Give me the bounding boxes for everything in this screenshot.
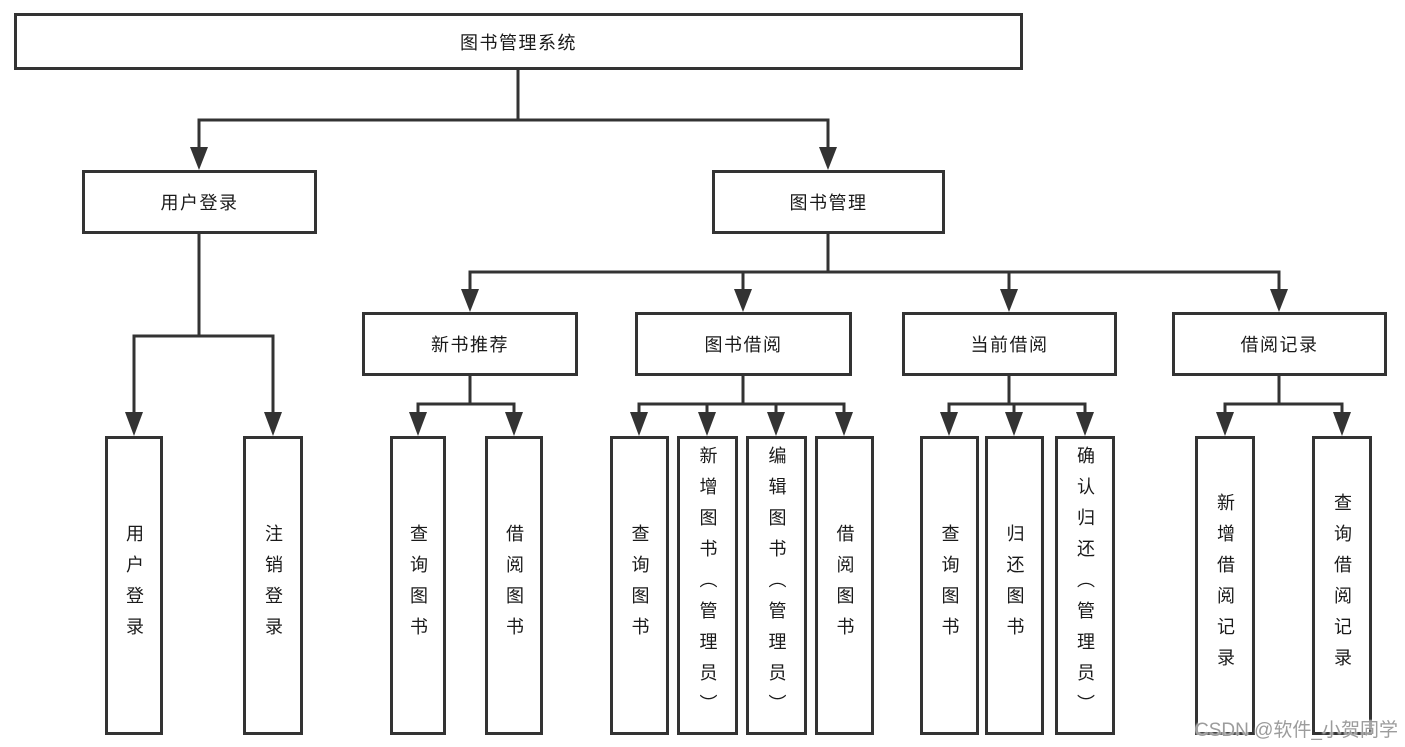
leaf-user-login: 用户登录 <box>105 436 163 735</box>
node-book-borrowing-label: 图书借阅 <box>704 335 783 355</box>
leaf-query-books-current: 查询图书 <box>920 436 979 735</box>
leaf-confirm-return-admin: 确认归还（管理员） <box>1055 436 1115 735</box>
node-borrowing-records-label: 借阅记录 <box>1240 335 1319 355</box>
node-new-book-recommend: 新书推荐 <box>362 312 578 376</box>
csdn-watermark: CSDN @软件_小贺同学 <box>1195 720 1398 741</box>
connector-root-to-level2 <box>197 69 830 150</box>
leaf-logout-label: 注销登录 <box>263 523 283 648</box>
leaf-query-books-borrowing: 查询图书 <box>610 436 669 735</box>
connector-newbook-to-leaves <box>416 376 516 414</box>
connector-borrow-to-leaves <box>637 376 846 414</box>
node-library-system: 图书管理系统 <box>14 13 1023 70</box>
leaf-borrow-books-recommend: 借阅图书 <box>485 436 543 735</box>
leaf-add-borrow-record: 新增借阅记录 <box>1195 436 1255 735</box>
node-current-borrowing: 当前借阅 <box>902 312 1117 376</box>
node-library-system-label: 图书管理系统 <box>460 32 577 53</box>
leaf-query-borrow-record: 查询借阅记录 <box>1312 436 1372 735</box>
connector-current-to-leaves <box>947 376 1087 414</box>
leaf-query-books-recommend: 查询图书 <box>390 436 446 735</box>
node-book-management: 图书管理 <box>712 170 945 234</box>
connector-bookmgmt-to-mids <box>468 234 1281 291</box>
leaf-query-borrow-record-label: 查询借阅记录 <box>1332 492 1352 679</box>
leaf-borrow-books-recommend-label: 借阅图书 <box>504 523 524 648</box>
node-user-login-label: 用户登录 <box>160 193 239 213</box>
leaf-borrow-books-label: 借阅图书 <box>834 523 855 648</box>
leaf-add-books-admin: 新增图书（管理员） <box>677 436 738 735</box>
leaf-borrow-books: 借阅图书 <box>815 436 874 735</box>
connector-records-to-leaves <box>1223 376 1344 414</box>
connector-userlogin-to-leaves <box>132 234 275 414</box>
leaf-edit-books-admin-label: 编辑图书（管理员） <box>766 446 787 725</box>
arrowheads-leaves <box>409 412 1351 436</box>
arrowheads-mids <box>461 289 1288 312</box>
leaf-confirm-return-admin-label: 确认归还（管理员） <box>1075 446 1095 725</box>
arrowheads-userlogin-leaves <box>125 412 282 436</box>
leaf-return-books-label: 归还图书 <box>1004 523 1025 648</box>
leaf-add-borrow-record-label: 新增借阅记录 <box>1215 492 1235 679</box>
arrowheads-level2 <box>190 147 837 170</box>
leaf-query-books-recommend-label: 查询图书 <box>408 523 428 648</box>
node-book-management-label: 图书管理 <box>789 193 868 213</box>
leaf-query-books-current-label: 查询图书 <box>939 523 960 648</box>
leaf-edit-books-admin: 编辑图书（管理员） <box>746 436 807 735</box>
node-borrowing-records: 借阅记录 <box>1172 312 1387 376</box>
node-new-book-recommend-label: 新书推荐 <box>431 335 509 355</box>
node-user-login: 用户登录 <box>82 170 317 234</box>
leaf-query-books-borrowing-label: 查询图书 <box>629 523 650 648</box>
node-book-borrowing: 图书借阅 <box>635 312 852 376</box>
leaf-add-books-admin-label: 新增图书（管理员） <box>697 446 718 725</box>
leaf-return-books: 归还图书 <box>985 436 1044 735</box>
node-current-borrowing-label: 当前借阅 <box>970 335 1049 355</box>
leaf-user-login-label: 用户登录 <box>124 523 144 648</box>
leaf-logout: 注销登录 <box>243 436 303 735</box>
